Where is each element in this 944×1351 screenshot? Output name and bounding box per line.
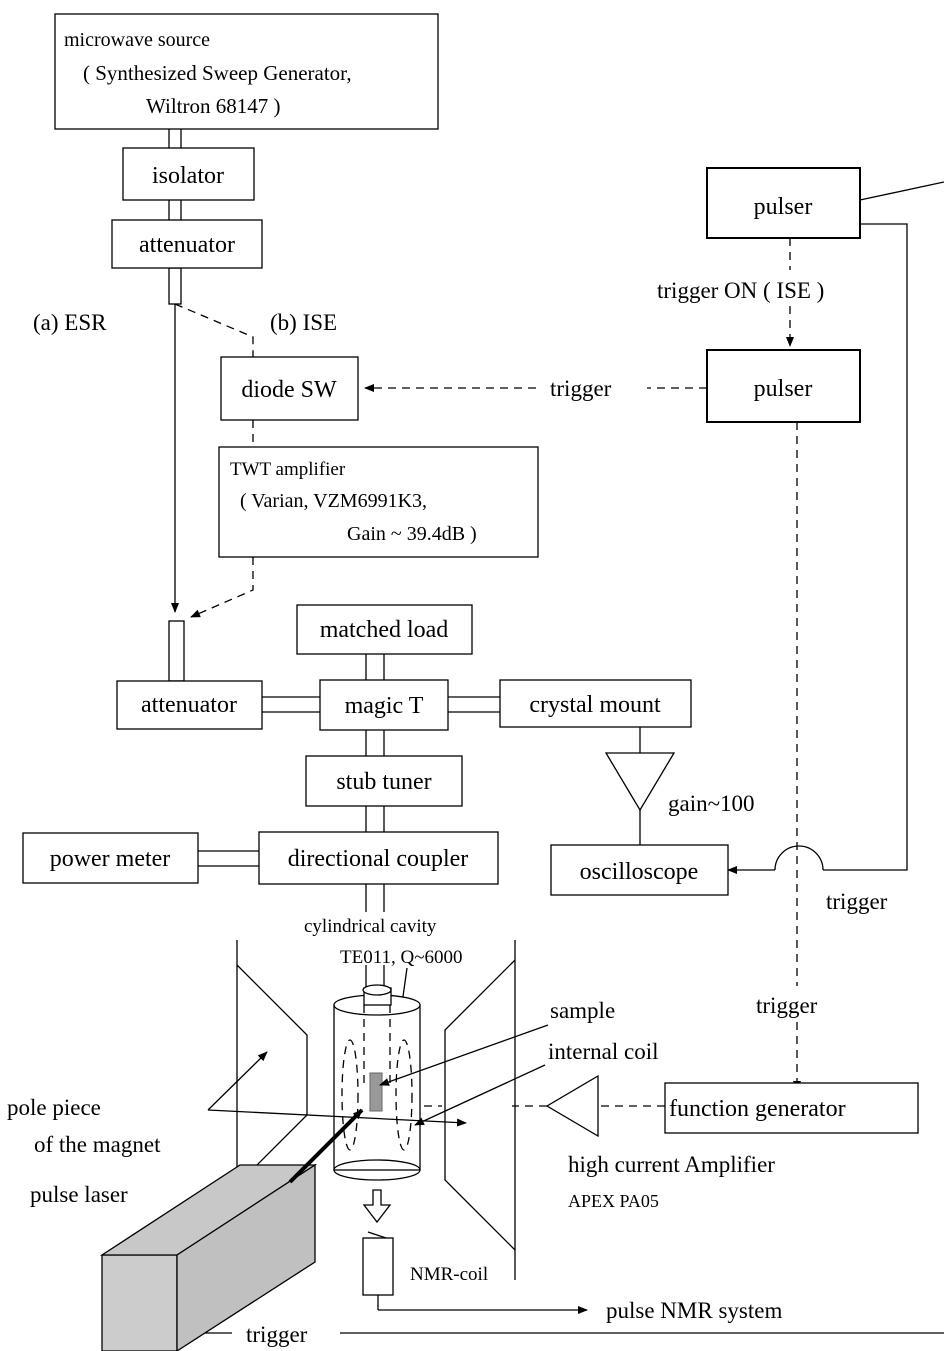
attenuator-top-box [111, 219, 263, 269]
twt-line3: Gain ~ 39.4dB ) [347, 523, 477, 545]
attenuator-mid-label: attenuator [141, 692, 237, 718]
coil-pointer [414, 1064, 546, 1126]
pulser-top-box [706, 167, 861, 239]
attenuator-mid-box [116, 680, 263, 730]
twt-amplifier: TWT amplifier ( Varian, VZM6991K3, Gain … [218, 446, 539, 558]
oscilloscope-box [550, 844, 729, 896]
source-line3: Wiltron 68147 ) [146, 94, 280, 118]
source-line2: ( Synthesized Sweep Generator, [83, 61, 352, 85]
crystal-mount-box [499, 679, 692, 728]
sample-pointer [379, 1024, 549, 1086]
twt-line2: ( Varian, VZM6991K3, [240, 490, 427, 512]
path-b-label: (b) ISE [270, 310, 337, 335]
oscilloscope-label: oscilloscope [580, 859, 699, 885]
attenuator-top-label: attenuator [139, 232, 235, 258]
path-a-label: (a) ESR [33, 310, 107, 335]
stub-tuner-label: stub tuner [336, 769, 431, 795]
twt-line1: TWT amplifier [230, 459, 346, 480]
gain-label: gain~100 [668, 791, 755, 816]
magic-t-box [319, 679, 449, 731]
directional-coupler-label: directional coupler [288, 846, 469, 872]
diode-sw-label: diode SW [241, 377, 337, 403]
pulser-top-label: pulser [754, 194, 813, 220]
magnet-poles [236, 940, 516, 1280]
stub-tuner-box [305, 755, 463, 807]
isolator-box [122, 147, 255, 201]
trigger-sw-label: trigger [550, 376, 612, 401]
pole-piece-line2: of the magnet [34, 1132, 161, 1157]
pulse-laser-label: pulse laser [30, 1182, 128, 1207]
magic-t-label: magic T [345, 693, 424, 719]
amplifier-line2: APEX PA05 [568, 1191, 659, 1211]
pole-pointer-left [207, 1051, 268, 1111]
trigger-osc-label: trigger [826, 889, 888, 914]
pole-pointer-right [207, 1109, 467, 1127]
pulse-laser: pulse laser [30, 1108, 364, 1351]
signal-lines [137, 181, 944, 1337]
cavity-line2: TE011, Q~6000 [340, 947, 463, 968]
trigger-on-label: trigger ON ( ISE ) [657, 278, 824, 303]
diode-sw-box [220, 356, 359, 421]
crystal-mount-label: crystal mount [529, 692, 661, 718]
internal-coil-label: internal coil [548, 1039, 659, 1064]
pulser-mid-box [706, 349, 861, 423]
waveguides [168, 129, 500, 1000]
nmr-system-label: pulse NMR system [606, 1298, 782, 1323]
trigger-fg-label: trigger [756, 993, 818, 1018]
isolator-label: isolator [152, 163, 224, 189]
pole-piece-line1: pole piece [7, 1095, 101, 1120]
function-generator-label: function generator [669, 1096, 846, 1122]
cavity-line1: cylindrical cavity [304, 916, 437, 937]
matched-load-box [296, 604, 473, 655]
pulser-mid-label: pulser [754, 376, 813, 402]
directional-coupler-box [258, 831, 499, 885]
nmr-coil-label: NMR-coil [410, 1264, 488, 1285]
trigger-laser-label: trigger [246, 1322, 308, 1347]
power-meter-box [22, 832, 199, 884]
matched-load-label: matched load [320, 617, 449, 643]
source-line1: microwave source [64, 29, 210, 51]
amplifier-line1: high current Amplifier [568, 1152, 775, 1177]
function-generator-box [664, 1082, 919, 1134]
cylindrical-cavity: cylindrical cavity TE011, Q~6000 [304, 916, 463, 1296]
power-meter-label: power meter [50, 846, 171, 872]
sample-label: sample [550, 998, 615, 1023]
microwave-source: microwave source ( Synthesized Sweep Gen… [54, 13, 439, 130]
